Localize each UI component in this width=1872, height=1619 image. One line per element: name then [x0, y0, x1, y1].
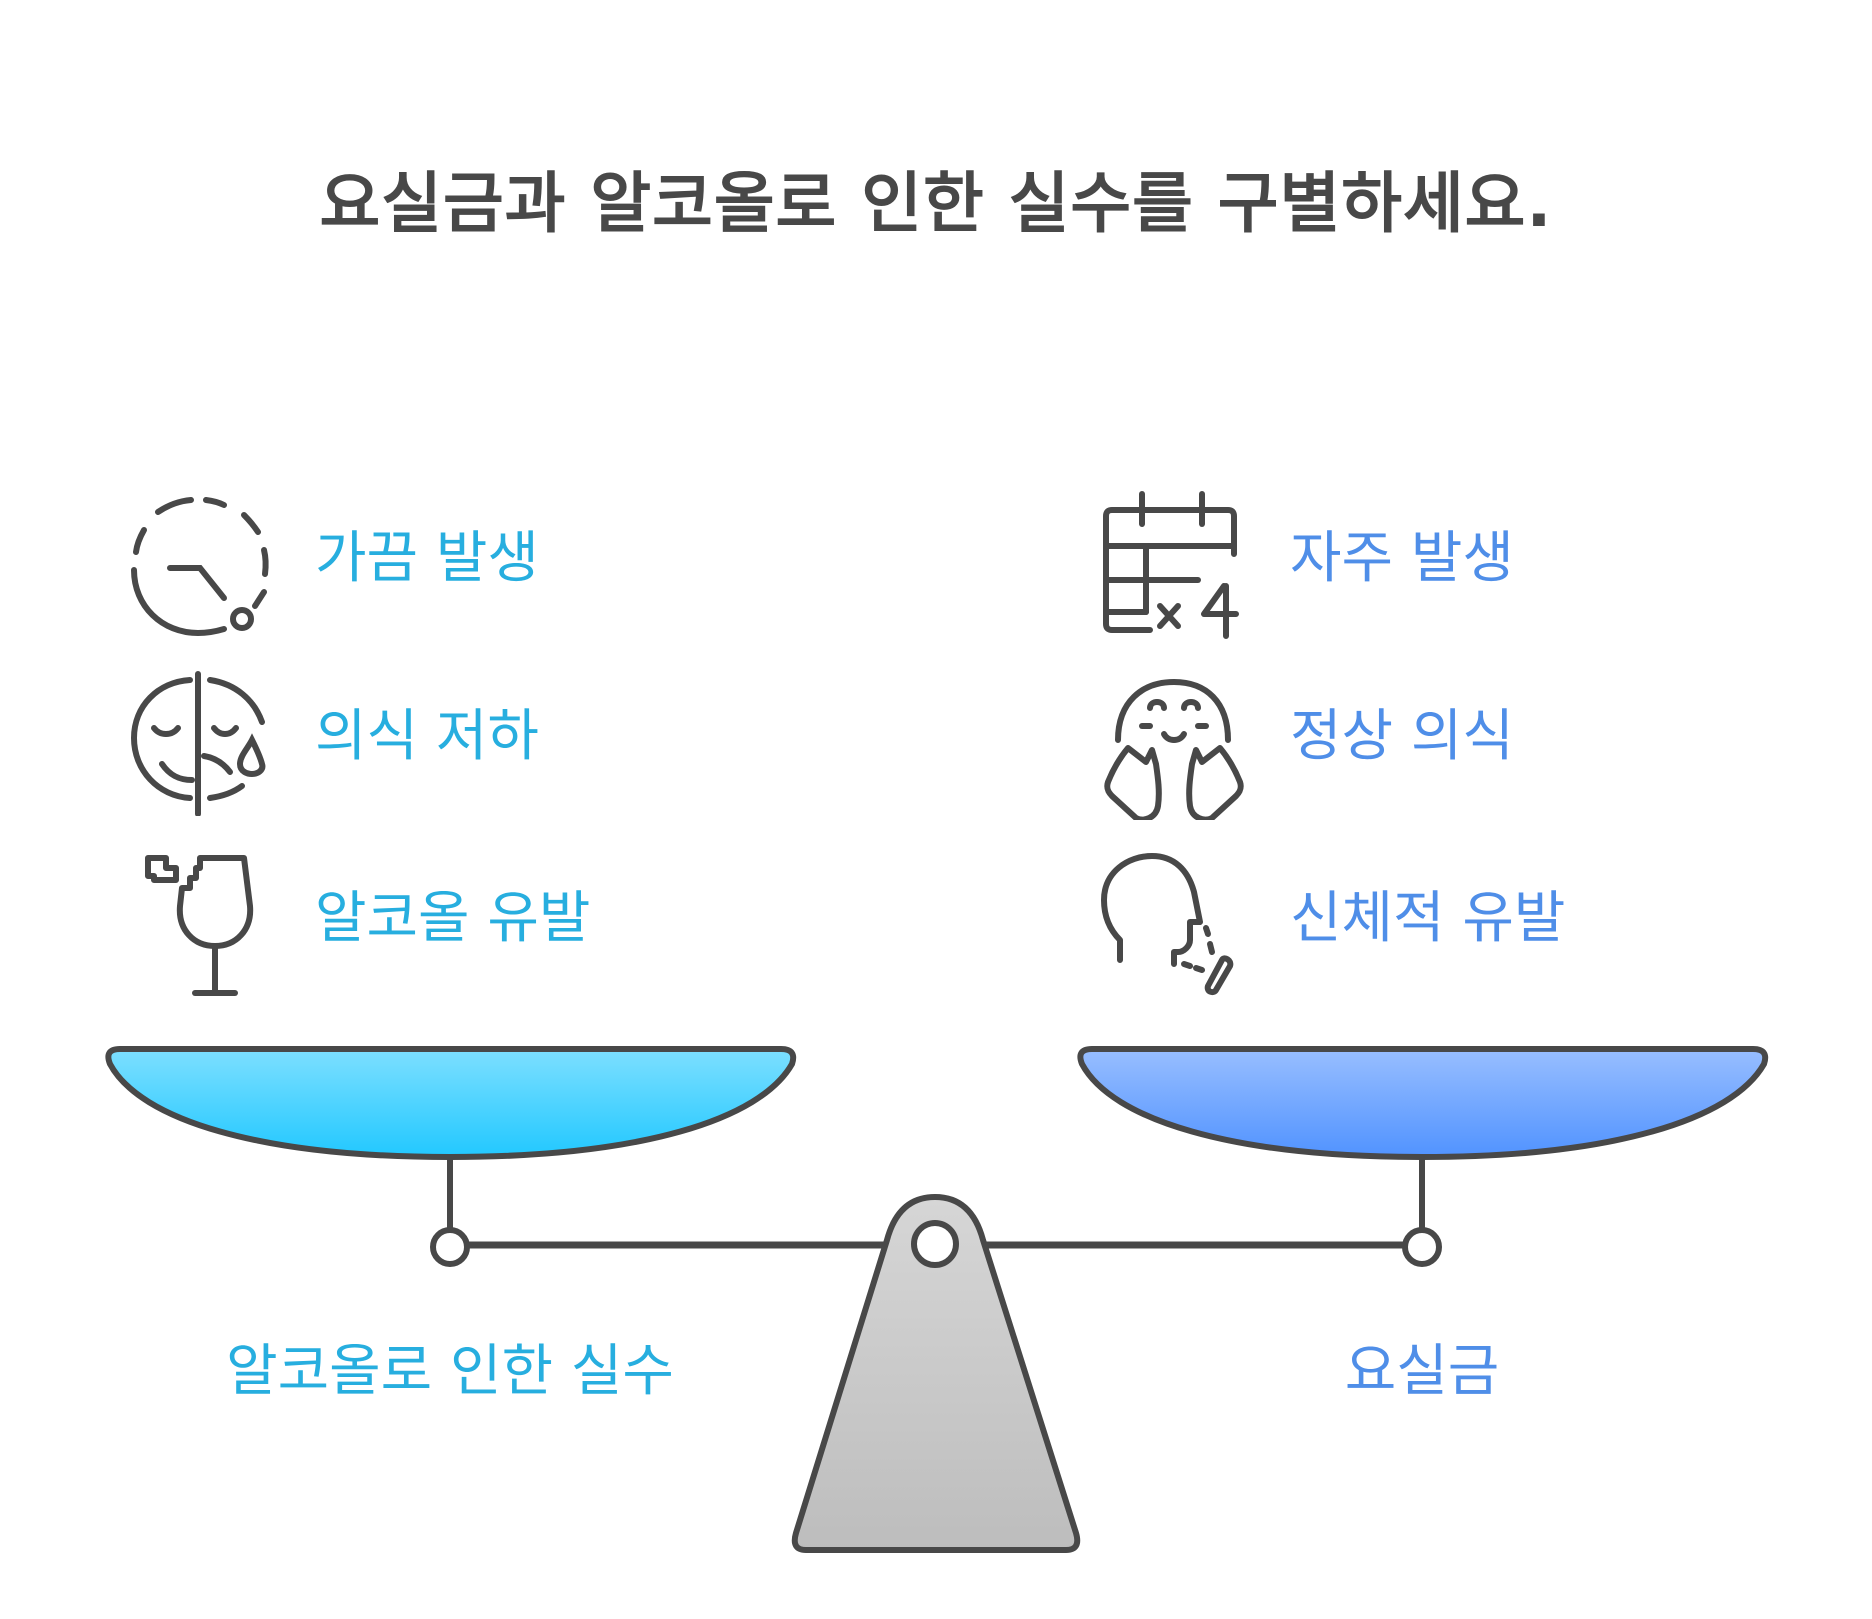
item-label-frequent: 자주 발생 — [1290, 526, 1514, 591]
left-pan — [105, 1046, 797, 1160]
fulcrum — [791, 1194, 1081, 1553]
left-side-title: 알코올로 인한 실수 — [226, 1339, 674, 1404]
right-pan — [1077, 1046, 1769, 1160]
right-hinge — [1402, 1227, 1442, 1267]
dashed-clock-icon — [124, 488, 272, 636]
right-side-title: 요실금 — [1344, 1339, 1500, 1404]
calendar-x4-icon — [1098, 490, 1248, 640]
item-label-physically-triggered: 신체적 유발 — [1290, 886, 1566, 951]
broken-wine-glass-icon — [140, 848, 260, 998]
item-label-alcohol-triggered: 알코올 유발 — [315, 886, 591, 951]
pivot-circle — [911, 1220, 959, 1268]
page-title: 요실금과 알코올로 인한 실수를 구별하세요. — [319, 165, 1553, 242]
smiling-face-hands-icon — [1098, 672, 1246, 820]
item-label-normal-consciousness: 정상 의식 — [1290, 704, 1514, 769]
left-hinge — [430, 1227, 470, 1267]
coughing-head-icon — [1098, 850, 1248, 1000]
half-sad-face-icon — [124, 668, 272, 816]
item-label-reduced-consciousness: 의식 저하 — [315, 704, 539, 769]
item-label-occasional: 가끔 발생 — [315, 526, 539, 591]
